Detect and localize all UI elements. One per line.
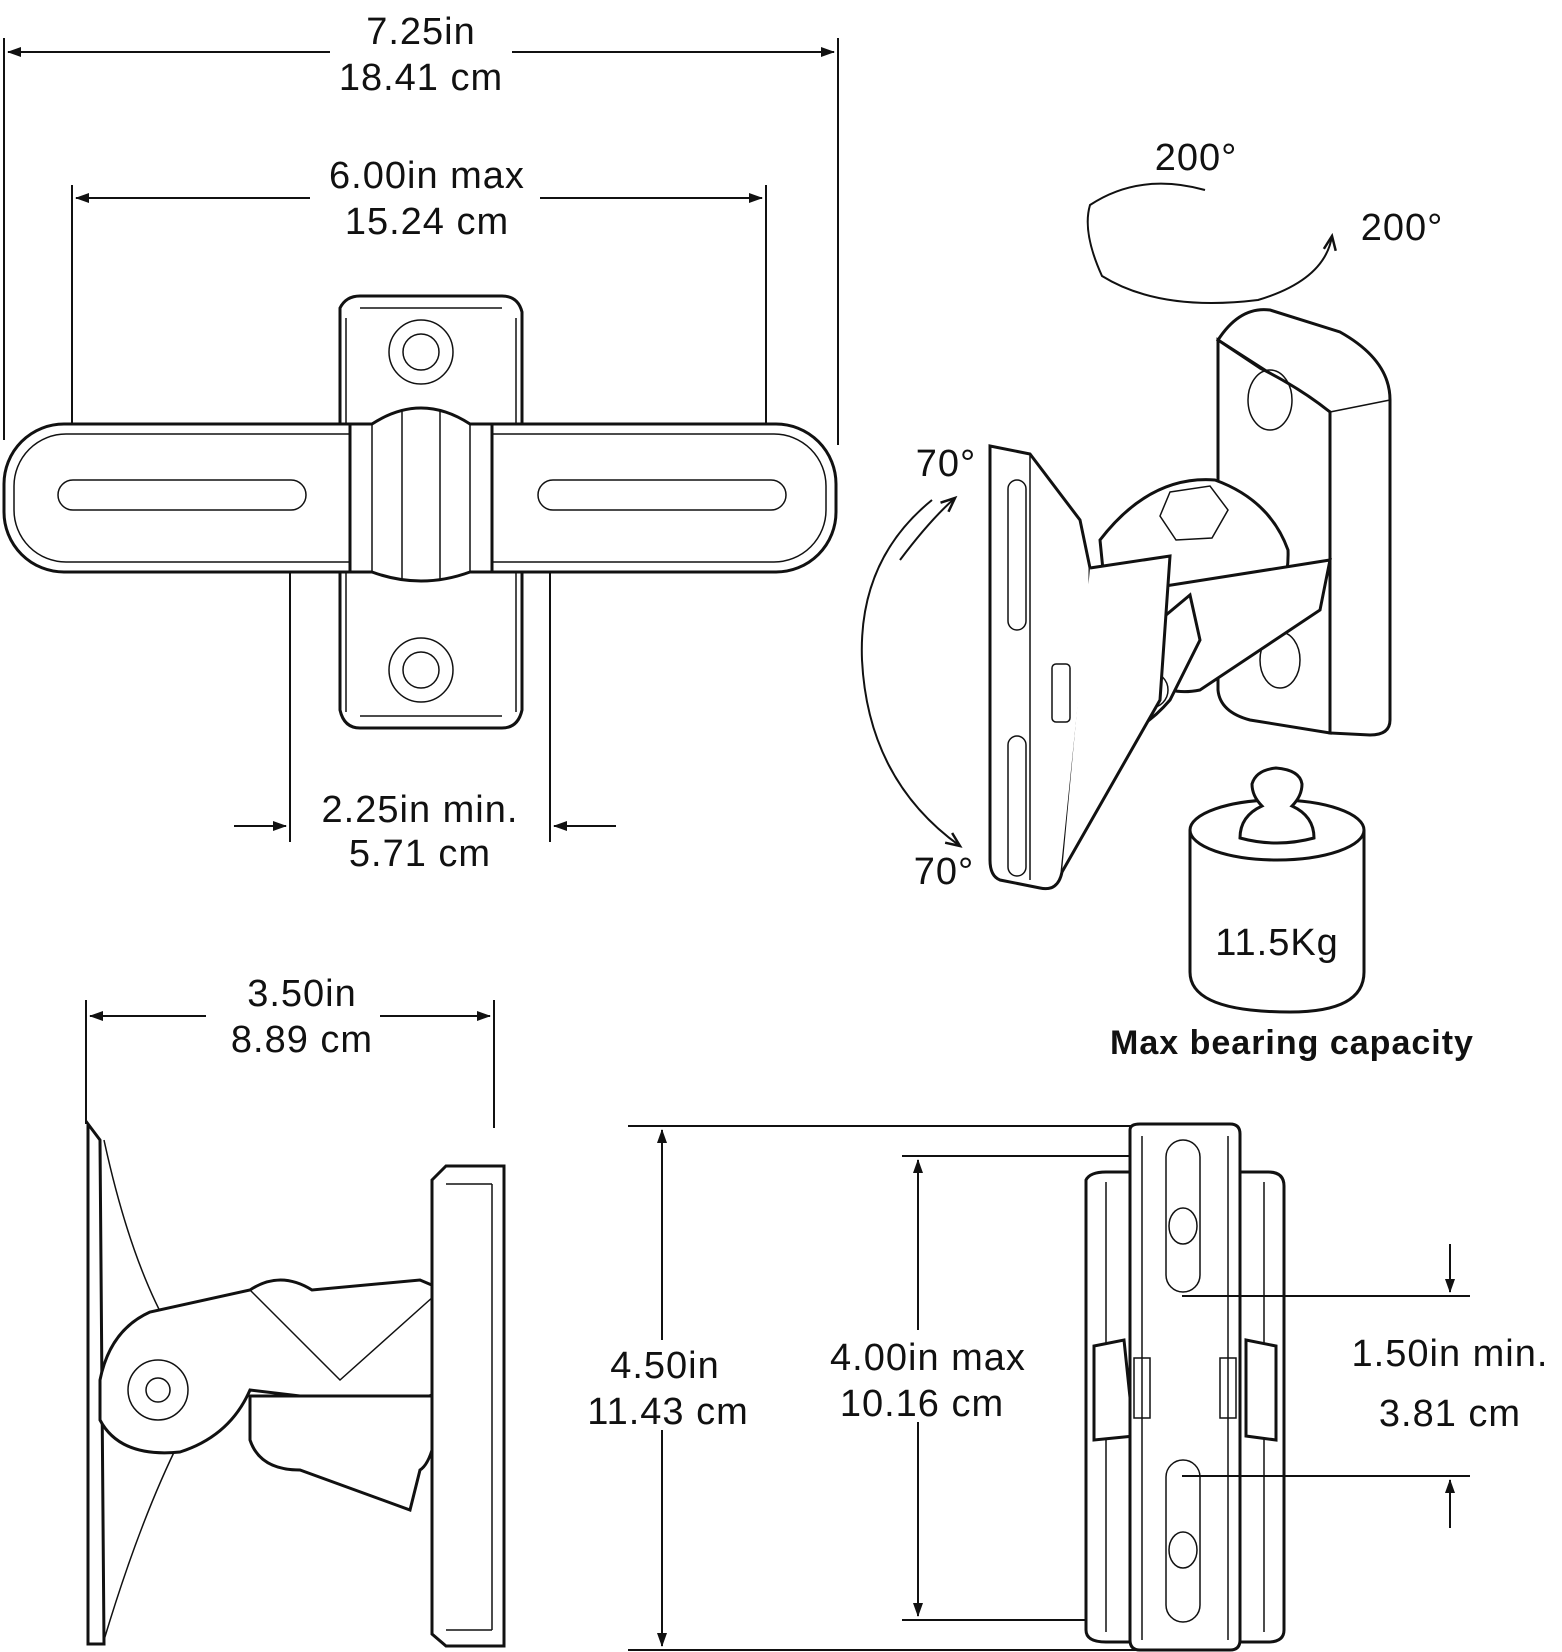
overall-height-imperial: 4.50in [610,1345,720,1387]
depth-imperial: 3.50in [247,973,357,1015]
overall-height-metric: 11.43 cm [587,1391,748,1433]
swivel-arrow [1086,182,1337,304]
isometric-view: 200° 200° 70° 70° [860,137,1444,893]
wall-plate-side [430,1164,506,1648]
slot-height-imperial: 4.00in max [830,1337,1026,1379]
side-view: 3.50in 8.89 cm [85,973,506,1648]
speaker-plate-iso [988,444,1172,891]
screw-hole-bottom [1168,1531,1198,1569]
min-width-metric: 5.71 cm [349,833,491,875]
slot-upper [1165,1139,1201,1293]
weight-icon: 11.5Kg [1188,766,1366,1014]
depth-metric: 8.89 cm [231,1019,373,1061]
rear-bracket [1084,1122,1286,1652]
horizontal-bracket [2,406,838,583]
min-height-imperial: 1.50in min. [1352,1333,1549,1375]
swivel-angle-2: 200° [1361,207,1444,249]
slot-top [1007,479,1027,631]
slot-lower [1165,1459,1201,1623]
slot-height-metric: 10.16 cm [840,1383,1004,1425]
speaker-plate-side [86,1119,106,1646]
tilt-arrow-up [899,495,958,561]
swivel-angle-1: 200° [1155,137,1238,179]
front-view: 7.25in 18.41 cm 6.00in max 15.24 cm [2,11,839,875]
overall-width-metric: 18.41 cm [339,57,503,99]
slot-span-imperial: 6.00in max [329,155,525,197]
screw-hole-top [388,319,454,385]
overall-width-imperial: 7.25in [366,11,476,53]
screw-hole-bottom [388,637,454,703]
slot-right [537,479,787,511]
tilt-arrow [860,499,963,848]
weight-value: 11.5Kg [1215,922,1339,964]
min-height-metric: 3.81 cm [1379,1393,1521,1435]
tilt-angle-down: 70° [914,851,974,893]
slot-bottom [1007,735,1027,877]
rear-view: 4.50in 11.43 cm 4.00in max 10.16 cm [587,1122,1549,1652]
screw-hole-top [1168,1207,1198,1245]
arm-side [98,1278,442,1512]
weight-caption: Max bearing capacity [1110,1024,1474,1062]
slot-span-metric: 15.24 cm [345,201,509,243]
tilt-angle-up: 70° [916,443,976,485]
min-width-imperial: 2.25in min. [322,789,519,831]
slot-left [57,479,307,511]
